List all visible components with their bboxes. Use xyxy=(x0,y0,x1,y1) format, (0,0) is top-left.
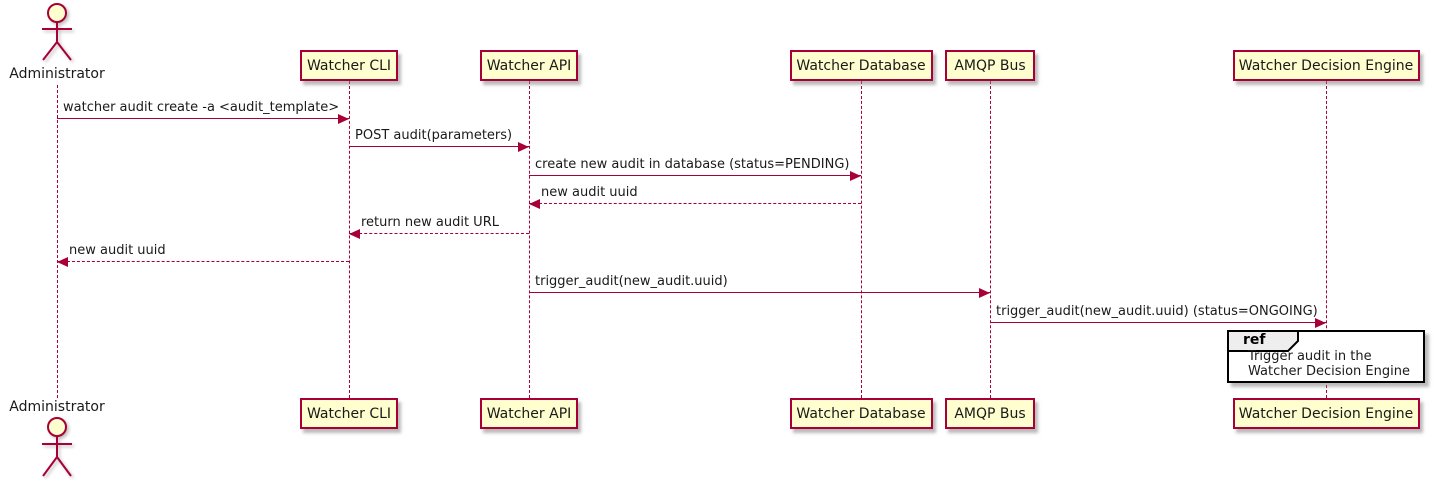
message-arrowhead-2 xyxy=(850,171,861,181)
lifeline-db xyxy=(861,81,862,398)
participant-db-top: Watcher Database xyxy=(789,50,933,81)
message-arrowhead-0 xyxy=(338,114,349,124)
actor-figure-icon xyxy=(42,417,72,477)
message-line-3 xyxy=(529,203,861,204)
participant-amqp-bottom: AMQP Bus xyxy=(945,398,1035,429)
ref-fragment: ref Trigger audit in the Watcher Decisio… xyxy=(1227,330,1425,383)
actor-figure-icon xyxy=(42,3,72,61)
lifeline-wde xyxy=(1326,81,1327,398)
actor-label-bottom: Administrator xyxy=(9,399,105,415)
message-arrowhead-3 xyxy=(529,199,540,209)
participant-wde-top: Watcher Decision Engine xyxy=(1232,50,1420,81)
message-arrowhead-4 xyxy=(349,229,360,239)
ref-content: Trigger audit in the Watcher Decision En… xyxy=(1248,349,1410,379)
message-label-2: create new audit in database (status=PEN… xyxy=(535,157,850,172)
message-line-6 xyxy=(529,292,990,293)
lifeline-cli xyxy=(349,81,350,398)
participant-amqp-top: AMQP Bus xyxy=(945,50,1035,81)
message-label-6: trigger_audit(new_audit.uuid) xyxy=(535,274,728,289)
message-arrowhead-1 xyxy=(518,142,529,152)
ref-header-pentagon-icon xyxy=(1227,330,1299,352)
ref-content-line: Trigger audit in the xyxy=(1248,349,1372,364)
message-line-5 xyxy=(57,261,349,262)
message-arrowhead-7 xyxy=(1315,318,1326,328)
actor-label-top: Administrator xyxy=(9,66,105,82)
message-label-1: POST audit(parameters) xyxy=(355,128,513,143)
ref-content-line: Watcher Decision Engine xyxy=(1248,364,1410,379)
participant-wde-bottom: Watcher Decision Engine xyxy=(1232,398,1420,429)
lifeline-amqp xyxy=(990,81,991,398)
message-line-0 xyxy=(57,118,349,119)
message-label-7: trigger_audit(new_audit.uuid) (status=ON… xyxy=(996,304,1318,319)
message-line-4 xyxy=(349,233,529,234)
message-arrowhead-6 xyxy=(979,288,990,298)
participant-cli-bottom: Watcher CLI xyxy=(300,398,398,429)
participant-db-bottom: Watcher Database xyxy=(789,398,933,429)
message-line-2 xyxy=(529,175,861,176)
message-arrowhead-5 xyxy=(57,257,68,267)
message-line-7 xyxy=(990,322,1326,323)
lifeline-api xyxy=(529,81,530,398)
lifeline-admin xyxy=(57,85,58,398)
participant-api-top: Watcher API xyxy=(480,50,578,81)
message-line-1 xyxy=(349,146,529,147)
message-label-3: new audit uuid xyxy=(541,185,638,200)
participant-api-bottom: Watcher API xyxy=(480,398,578,429)
message-label-5: new audit uuid xyxy=(69,243,166,258)
message-label-4: return new audit URL xyxy=(361,215,499,230)
ref-keyword: ref xyxy=(1243,332,1266,348)
message-label-0: watcher audit create -a <audit_template> xyxy=(63,100,340,115)
participant-cli-top: Watcher CLI xyxy=(300,50,398,81)
